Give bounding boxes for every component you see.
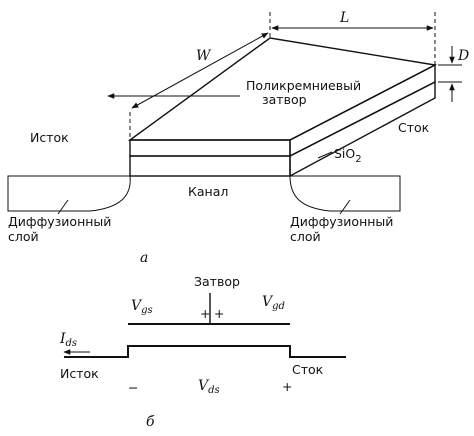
vds-label: Vds xyxy=(198,378,220,396)
diffusion-right-label-line2: слой xyxy=(290,229,321,244)
drain-terminal-label: Сток xyxy=(292,362,324,377)
source-terminal-label: Исток xyxy=(60,366,99,381)
oxide-side-face xyxy=(289,80,436,178)
panel-a: W L D Поликремниевый затвор Исток Сток S… xyxy=(7,10,469,266)
panel-b-caption: б xyxy=(146,414,155,430)
diffusion-region-right xyxy=(289,175,401,212)
vgd-label: Vgd xyxy=(262,294,285,312)
minus-sign: − xyxy=(128,380,138,395)
gate-terminal-label: Затвор xyxy=(194,274,240,289)
oxide-label-pointer xyxy=(317,151,333,159)
thickness-d-label: D xyxy=(457,48,469,64)
dimension-w-label: W xyxy=(196,48,212,64)
oxide-front-face xyxy=(129,155,291,177)
ids-label: Ids xyxy=(59,331,77,349)
plus-right: + xyxy=(214,306,224,321)
channel-label: Канал xyxy=(188,184,228,199)
gate-label-line1: Поликремниевый xyxy=(246,78,361,93)
diffusion-right-pointer xyxy=(339,199,351,215)
diffusion-left-label-line2: слой xyxy=(8,229,39,244)
drain-label: Сток xyxy=(398,120,430,135)
vgs-label: Vgs xyxy=(131,298,153,316)
oxide-label: SiO2 xyxy=(334,146,362,165)
channel-step-line xyxy=(64,345,346,358)
diffusion-region-left xyxy=(7,175,131,212)
plus-left: + xyxy=(200,306,210,321)
gate-front-face xyxy=(129,139,291,157)
diffusion-right-label-line1: Диффузионный xyxy=(290,214,393,229)
plus-drain-sign: + xyxy=(282,379,292,394)
dimension-l-label: L xyxy=(339,10,349,26)
gate-label-line2: затвор xyxy=(262,92,307,107)
source-label: Исток xyxy=(30,130,69,145)
dimension-w-arrow xyxy=(131,32,269,109)
diffusion-left-label-line1: Диффузионный xyxy=(8,214,111,229)
panel-b: Затвор + + Vgs Vgd Ids Исток Сток − + Vd… xyxy=(59,274,346,430)
diffusion-left-pointer xyxy=(57,199,69,215)
panel-a-caption: а xyxy=(140,250,148,266)
